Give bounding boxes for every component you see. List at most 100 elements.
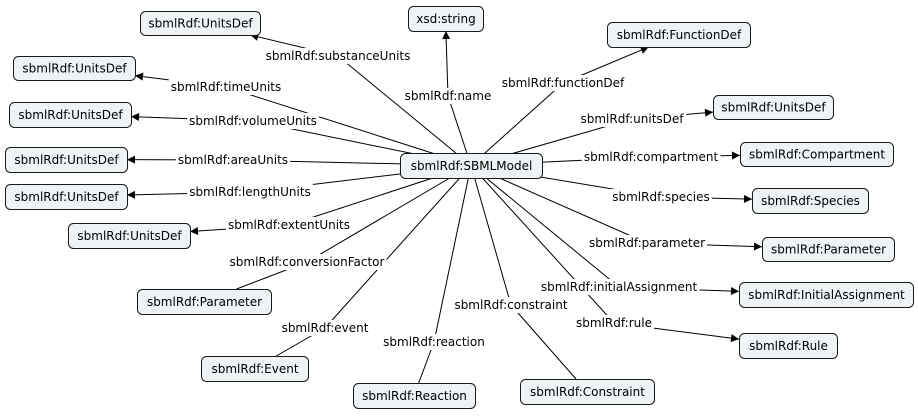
edge-label-text-areaUnits: sbmlRdf:areaUnits [178, 153, 288, 167]
edge-label-bg-compartment [581, 149, 721, 165]
edge-arrow-constraint [510, 304, 577, 380]
edge-label-unitsDef: sbmlRdf:unitsDef [578, 111, 687, 127]
edge-label-timeUnits: sbmlRdf:timeUnits [168, 79, 284, 95]
node-conversionFactor-target[interactable]: sbmlRdf:Parameter [137, 289, 272, 315]
edge-label-bg-unitsDef [578, 111, 687, 127]
edge-label-bg-functionDef [499, 75, 628, 91]
edge-label-text-reaction: sbmlRdf:reaction [383, 335, 485, 349]
node-species-target-box [752, 188, 869, 214]
edge-label-initialAssignment: sbmlRdf:initialAssignment [538, 279, 700, 295]
node-compartment-target-box [740, 142, 894, 167]
node-volumeUnits-target-label: sbmlRdf:UnitsDef [18, 108, 123, 122]
node-constraint-target-label: sbmlRdf:Constraint [530, 385, 645, 399]
edge-label-text-substanceUnits: sbmlRdf:substanceUnits [266, 49, 411, 63]
edge-label-bg-reaction [381, 334, 487, 350]
edge-label-bg-extentUnits [225, 217, 353, 233]
node-substanceUnits-target[interactable]: sbmlRdf:UnitsDef [140, 11, 261, 36]
node-rule-target[interactable]: sbmlRdf:Rule [739, 333, 838, 359]
node-parameter-target[interactable]: sbmlRdf:Parameter [762, 237, 895, 262]
node-sbml-model[interactable]: sbmlRdf:SBMLModel [400, 153, 543, 179]
node-timeUnits-target-label: sbmlRdf:UnitsDef [22, 62, 127, 76]
node-event-target-label: sbmlRdf:Event [211, 362, 298, 376]
node-unitsDef-target-label: sbmlRdf:UnitsDef [721, 101, 826, 115]
edge-label-text-name: sbmlRdf:name [405, 89, 492, 103]
edge-label-bg-event [279, 320, 371, 336]
node-reaction-target[interactable]: sbmlRdf:Reaction [353, 383, 476, 409]
node-functionDef-target-label: sbmlRdf:FunctionDef [617, 28, 742, 42]
edge-label-compartment: sbmlRdf:compartment [581, 149, 721, 165]
node-initialAssignment-target[interactable]: sbmlRdf:InitialAssignment [739, 282, 914, 308]
node-unitsDef-target[interactable]: sbmlRdf:UnitsDef [713, 95, 834, 120]
edge-label-rule: sbmlRdf:rule [574, 315, 654, 331]
edge-label-text-initialAssignment: sbmlRdf:initialAssignment [541, 280, 698, 294]
edge-label-bg-timeUnits [168, 79, 284, 95]
edge-label-text-species: sbmlRdf:species [612, 190, 710, 204]
edge-label-extentUnits: sbmlRdf:extentUnits [225, 217, 353, 233]
edge-line-reaction [433, 165, 472, 343]
node-name-target-label: xsd:string [416, 12, 475, 26]
node-parameter-target-label: sbmlRdf:Parameter [771, 243, 886, 257]
edge-label-text-event: sbmlRdf:event [282, 321, 369, 335]
edge-label-bg-constraint [452, 297, 570, 313]
node-rule-target-box [739, 333, 838, 359]
edge-line-constraint [470, 165, 512, 306]
node-timeUnits-target-box [13, 56, 136, 81]
node-name-target[interactable]: xsd:string [408, 6, 484, 32]
edge-line-substanceUnits [337, 55, 472, 166]
edge-label-name: sbmlRdf:name [402, 88, 494, 104]
node-conversionFactor-target-label: sbmlRdf:Parameter [147, 295, 262, 309]
edge-label-substanceUnits: sbmlRdf:substanceUnits [263, 48, 413, 64]
edge-label-bg-conversionFactor [227, 254, 387, 270]
edge-label-bg-species [610, 189, 712, 205]
node-constraint-target[interactable]: sbmlRdf:Constraint [520, 379, 655, 405]
node-species-target[interactable]: sbmlRdf:Species [752, 188, 869, 214]
node-lengthUnits-target[interactable]: sbmlRdf:UnitsDef [5, 184, 128, 210]
node-parameter-target-box [762, 237, 895, 262]
node-timeUnits-target[interactable]: sbmlRdf:UnitsDef [13, 56, 136, 81]
edge-line-timeUnits [225, 86, 472, 166]
node-functionDef-target[interactable]: sbmlRdf:FunctionDef [607, 22, 751, 48]
edge-label-bg-parameter [586, 235, 708, 251]
node-volumeUnits-target[interactable]: sbmlRdf:UnitsDef [9, 102, 132, 128]
node-compartment-target-label: sbmlRdf:Compartment [749, 148, 885, 162]
node-reaction-target-box [353, 383, 476, 409]
edge-label-volumeUnits: sbmlRdf:volumeUnits [187, 113, 319, 129]
edge-label-text-constraint: sbmlRdf:constraint [454, 298, 567, 312]
node-reaction-target-label: sbmlRdf:Reaction [362, 389, 467, 403]
edge-label-event: sbmlRdf:event [279, 320, 371, 336]
edge-label-conversionFactor: sbmlRdf:conversionFactor [227, 254, 387, 270]
node-volumeUnits-target-box [9, 102, 132, 128]
edge-label-bg-areaUnits [175, 152, 291, 168]
node-extentUnits-target-label: sbmlRdf:UnitsDef [77, 229, 182, 243]
node-constraint-target-box [520, 379, 655, 405]
edge-line-initialAssignment [470, 165, 620, 288]
edge-label-lengthUnits: sbmlRdf:lengthUnits [187, 184, 313, 200]
edge-line-conversionFactor [306, 165, 472, 263]
node-event-target[interactable]: sbmlRdf:Event [201, 356, 309, 382]
edge-label-bg-volumeUnits [187, 113, 319, 129]
edge-label-text-conversionFactor: sbmlRdf:conversionFactor [230, 255, 385, 269]
edge-label-text-parameter: sbmlRdf:parameter [589, 236, 705, 250]
edge-label-text-functionDef: sbmlRdf:functionDef [502, 76, 625, 90]
edge-label-bg-name [402, 88, 494, 104]
node-areaUnits-target[interactable]: sbmlRdf:UnitsDef [5, 147, 128, 173]
node-rule-target-label: sbmlRdf:Rule [749, 339, 828, 353]
node-extentUnits-target[interactable]: sbmlRdf:UnitsDef [68, 223, 191, 249]
node-areaUnits-target-label: sbmlRdf:UnitsDef [14, 153, 119, 167]
node-substanceUnits-target-box [140, 11, 261, 36]
node-species-target-label: sbmlRdf:Species [761, 194, 860, 208]
node-lengthUnits-target-label: sbmlRdf:UnitsDef [14, 190, 119, 204]
edge-labels: sbmlRdf:substanceUnits sbmlRdf:name sbmlRd… [168, 48, 721, 350]
edge-label-bg-lengthUnits [187, 184, 313, 200]
edge-line-event [324, 165, 472, 329]
node-areaUnits-target-box [5, 147, 128, 173]
node-compartment-target[interactable]: sbmlRdf:Compartment [740, 142, 894, 167]
node-substanceUnits-target-label: sbmlRdf:UnitsDef [148, 17, 253, 31]
edge-label-text-rule: sbmlRdf:rule [576, 316, 652, 330]
edge-line-functionDef [470, 82, 564, 166]
edge-arrow-name [442, 30, 451, 97]
edge-label-text-extentUnits: sbmlRdf:extentUnits [228, 218, 350, 232]
edge-label-species: sbmlRdf:species [610, 189, 712, 205]
edge-label-areaUnits: sbmlRdf:areaUnits [175, 152, 291, 168]
